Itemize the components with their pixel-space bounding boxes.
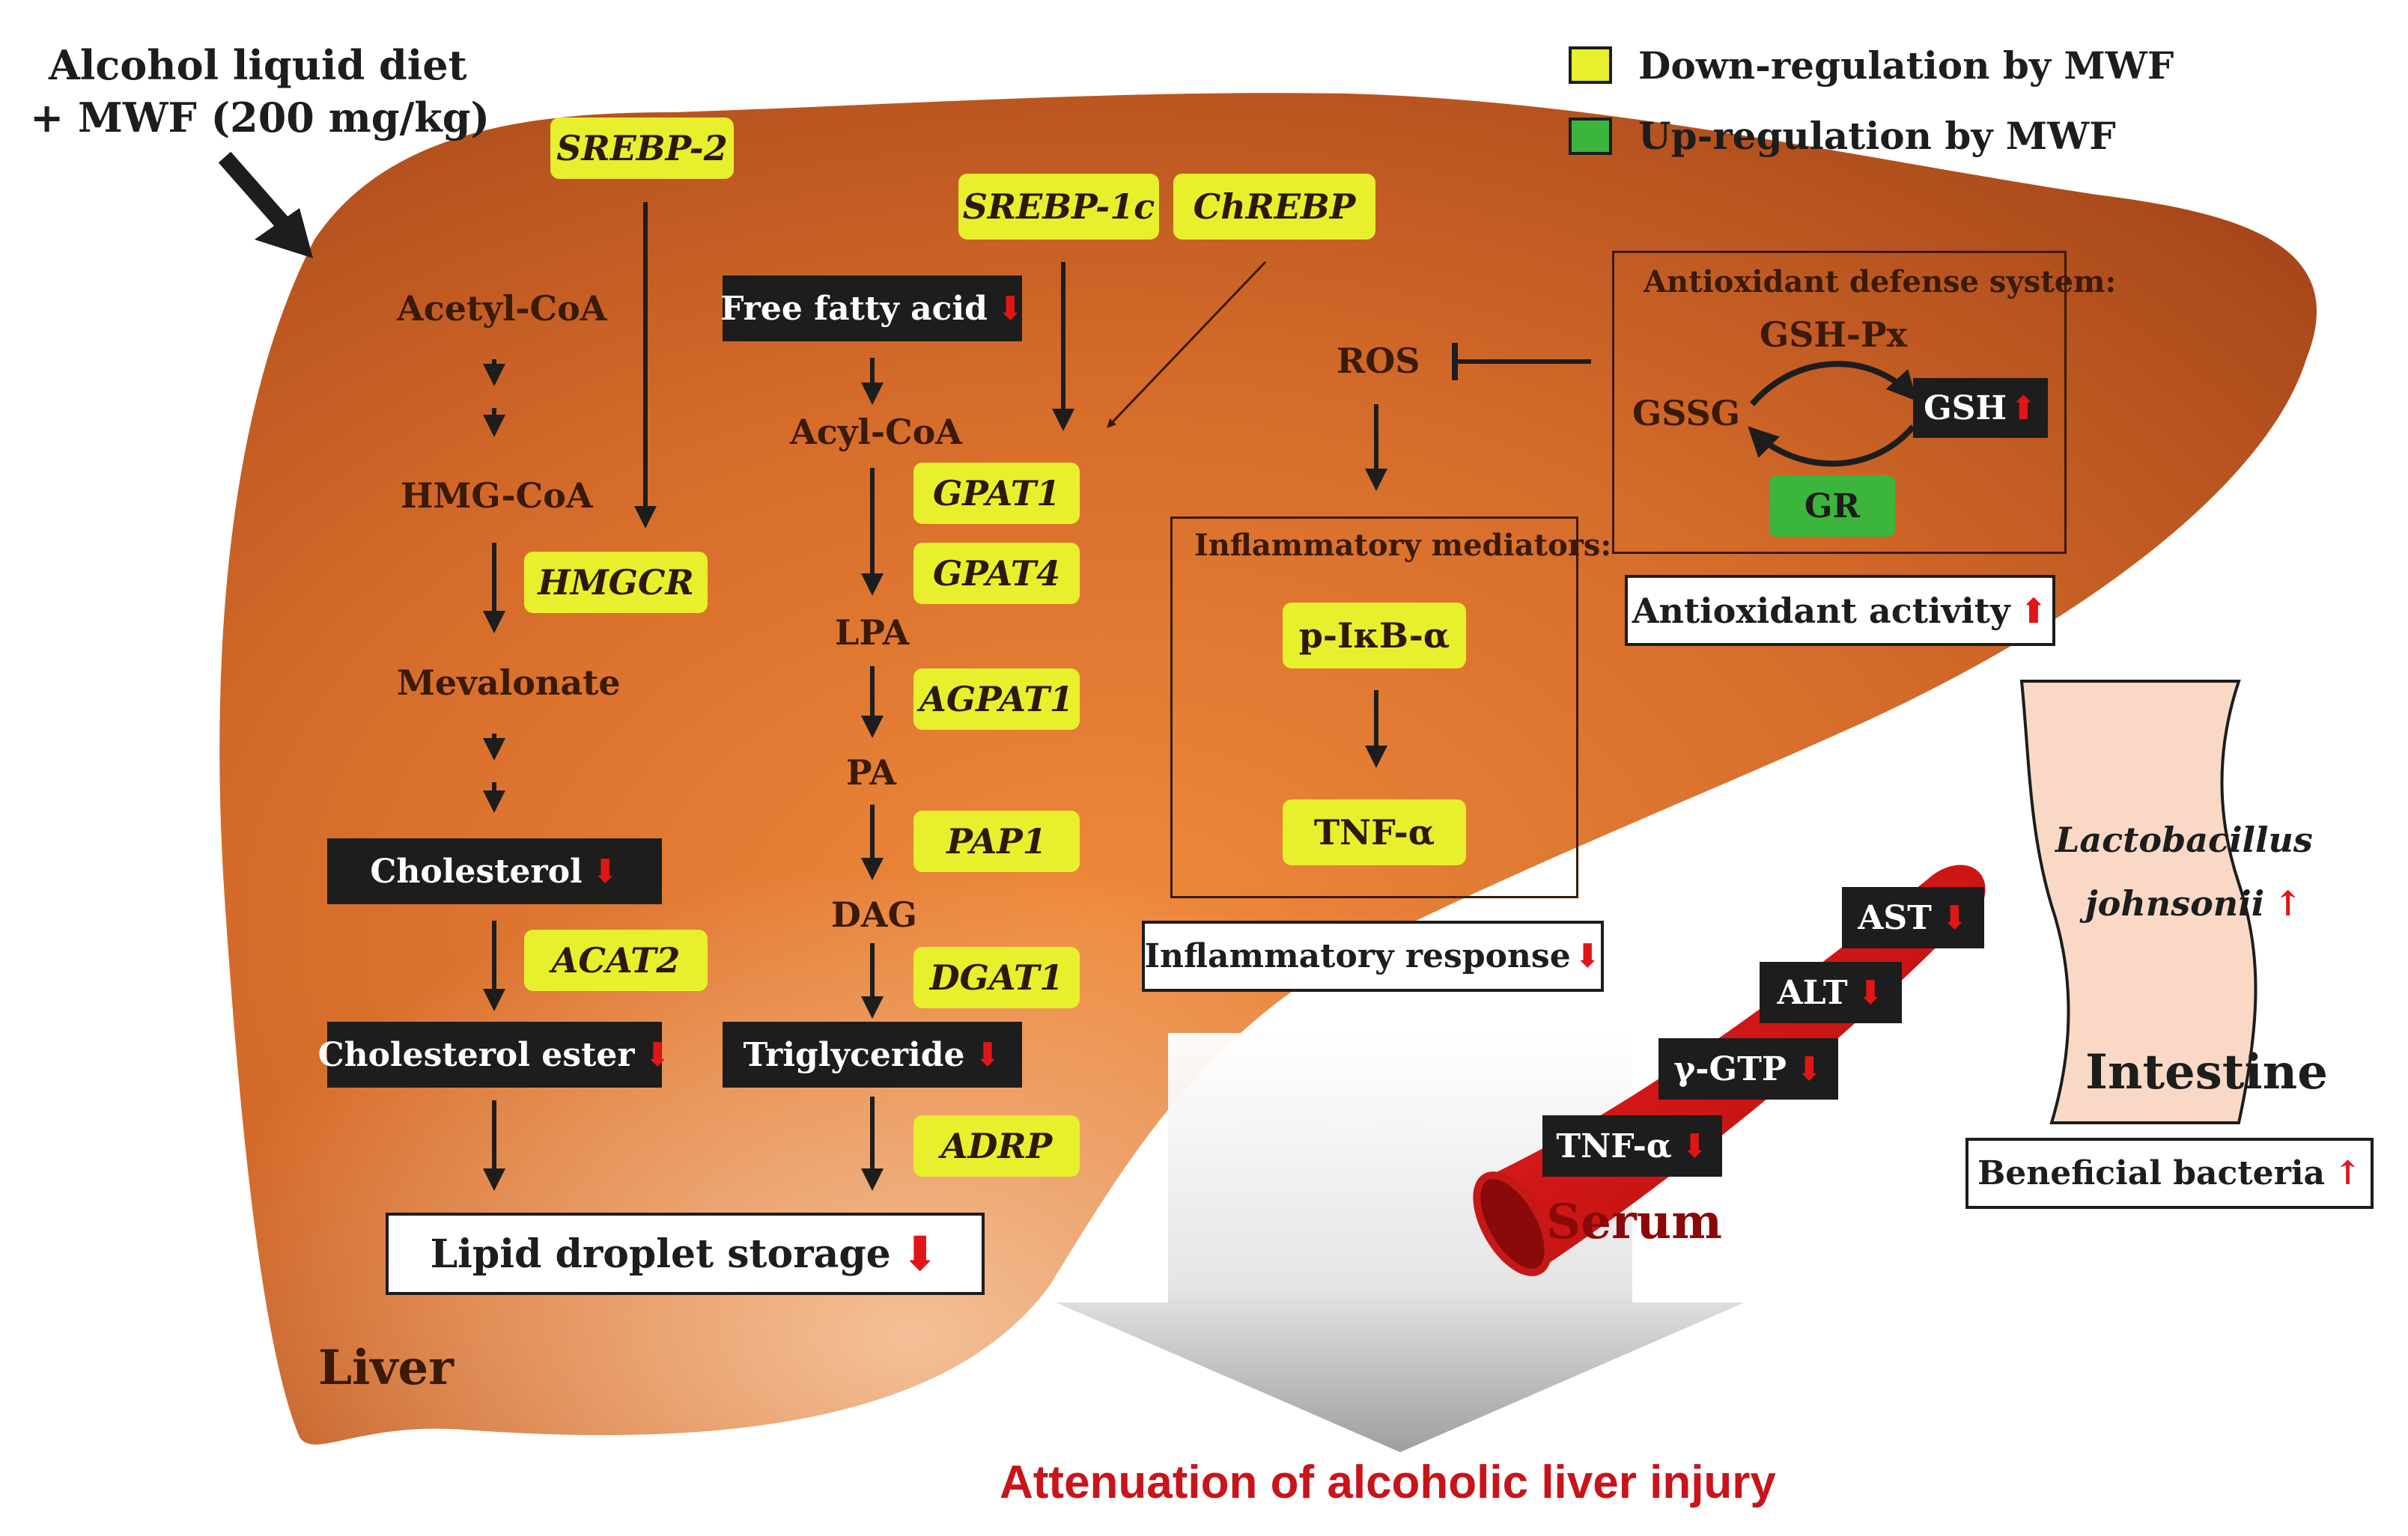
hmgcr-gene: HMGCR <box>524 552 708 613</box>
lipid-storage-down-arrow: ⬇ <box>899 1225 940 1282</box>
free-fatty-acid-box: Free fatty acid⬇ <box>720 275 1024 341</box>
gsh-px: GSH-Px <box>1760 314 1908 355</box>
treatment-line1: Alcohol liquid diet <box>49 41 467 89</box>
gsh-box: GSH⬆ <box>1913 378 2048 438</box>
lactobacillus-line2: johnsonii↑ <box>2085 883 2302 924</box>
legend-down-swatch <box>1569 46 1612 84</box>
lipid-storage-box: Lipid droplet storage⬇ <box>386 1213 985 1295</box>
serum-tnf: TNF-α⬇ <box>1542 1115 1722 1177</box>
hmg-coa: HMG-CoA <box>401 475 593 516</box>
cholesterol-ester-box: Cholesterol ester⬇ <box>318 1022 671 1088</box>
intestine-shape <box>2019 680 2258 1124</box>
ggtp-down-arrow: ⬇ <box>1795 1049 1823 1088</box>
beneficial-bacteria-box: Beneficial bacteria↑ <box>1965 1138 2374 1209</box>
agpat1-gene: AGPAT1 <box>913 668 1080 730</box>
legend-down-label: Down-regulation by MWF <box>1638 43 2174 88</box>
alt-down-arrow: ⬇ <box>1856 973 1885 1012</box>
serum-alt: ALT⬇ <box>1760 962 1902 1023</box>
adrp-gene: ADRP <box>913 1115 1080 1177</box>
gr-box: GR <box>1769 475 1895 537</box>
dag: DAG <box>831 895 917 935</box>
antioxidant-activity-up-arrow: ⬆ <box>2019 590 2049 631</box>
antioxidant-activity-box: Antioxidant activity⬆ <box>1625 575 2055 646</box>
lpa: LPA <box>835 612 910 653</box>
srebp2-gene: SREBP-2 <box>550 118 734 179</box>
serum-ggtp: γ-GTP⬇ <box>1658 1038 1838 1100</box>
pap1-gene: PAP1 <box>913 811 1080 872</box>
ikb-alpha: p-IκB-α <box>1283 603 1466 668</box>
cholesterol-down-arrow: ⬇ <box>591 852 619 891</box>
antioxidant-title: Antioxidant defense system: <box>1644 264 2117 299</box>
dgat1-gene: DGAT1 <box>913 947 1080 1008</box>
lactobacillus-line1: Lactobacillus <box>2055 820 2313 860</box>
acat2-gene: ACAT2 <box>524 930 708 991</box>
gssg: GSSG <box>1632 393 1740 433</box>
inflammatory-mediators-frame <box>1170 516 1578 898</box>
gpat1-gene: GPAT1 <box>913 463 1080 524</box>
antioxidant-frame <box>1612 251 2067 554</box>
acetyl-coa: Acetyl-CoA <box>397 288 607 329</box>
mevalonate: Mevalonate <box>397 662 621 703</box>
chrebp-gene: ChREBP <box>1173 174 1375 240</box>
srebp1c-gene: SREBP-1c <box>958 174 1159 240</box>
inflammatory-mediators-title: Inflammatory mediators: <box>1194 528 1612 563</box>
pa: PA <box>846 752 896 793</box>
free-fatty-acid-down-arrow: ⬇ <box>996 289 1024 328</box>
triglyceride-box: Triglyceride⬇ <box>723 1022 1022 1088</box>
serum-tnf-down-arrow: ⬇ <box>1680 1127 1709 1165</box>
tnf-alpha-liver: TNF-α <box>1283 799 1466 865</box>
ast-down-arrow: ⬇ <box>1940 898 1968 937</box>
liver-label: Liver <box>318 1340 454 1396</box>
intestine-label: Intestine <box>2085 1044 2328 1100</box>
acyl-coa: Acyl-CoA <box>790 412 962 452</box>
cholesterol-ester-down-arrow: ⬇ <box>643 1035 672 1074</box>
outcome-title: Attenuation of alcoholic liver injury <box>1000 1457 1776 1508</box>
lactobacillus-up-arrow: ↑ <box>2273 883 2302 924</box>
serum-ast: AST⬇ <box>1842 887 1984 948</box>
beneficial-bacteria-up-arrow: ↑ <box>2334 1154 2362 1192</box>
triglyceride-down-arrow: ⬇ <box>973 1035 1002 1074</box>
legend-up-swatch <box>1569 118 1612 155</box>
gsh-up-arrow: ⬆ <box>2010 388 2037 427</box>
inflammatory-response-down-arrow: ⬇ <box>1573 937 1602 975</box>
legend-up-label: Up-regulation by MWF <box>1638 114 2116 158</box>
ros: ROS <box>1337 341 1420 381</box>
inflammatory-response-box: Inflammatory response⬇ <box>1142 921 1604 992</box>
serum-label: Serum <box>1546 1194 1722 1250</box>
treatment-line2: + MWF (200 mg/kg) <box>30 94 490 141</box>
cholesterol-box: Cholesterol⬇ <box>327 838 662 904</box>
gpat4-gene: GPAT4 <box>913 543 1080 604</box>
